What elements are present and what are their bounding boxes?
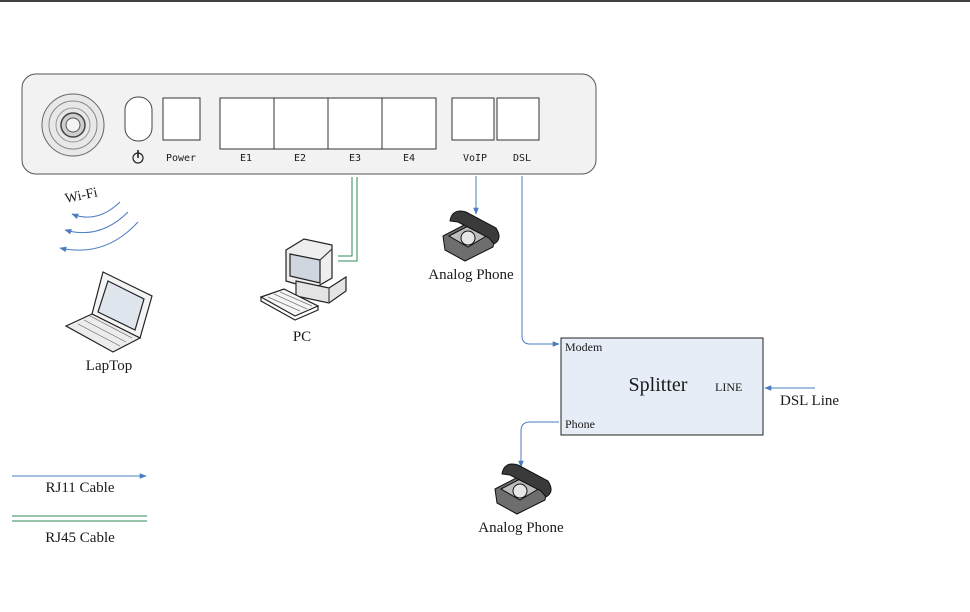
rj11-cable-dsl-splitter xyxy=(522,176,559,344)
wifi-label: Wi-Fi xyxy=(64,185,99,207)
power-switch-icon xyxy=(125,97,152,141)
splitter-modem-label: Modem xyxy=(565,340,603,354)
port-e1 xyxy=(220,98,274,149)
router-panel: Power E1 E2 E3 E4 VoIP DSL xyxy=(22,74,596,174)
analog-phone-icon xyxy=(443,211,499,261)
analog-phone-top-label: Analog Phone xyxy=(428,267,514,283)
rj45-cable-e3-pc xyxy=(338,177,357,261)
splitter-line-label: LINE xyxy=(715,380,742,394)
analog-phone-bottom-label: Analog Phone xyxy=(478,520,564,536)
port-label-dsl: DSL xyxy=(513,153,531,164)
pc-label: PC xyxy=(293,329,311,345)
port-e4 xyxy=(382,98,436,149)
analog-phone-icon xyxy=(495,464,551,514)
laptop-label: LapTop xyxy=(86,358,132,374)
laptop-icon xyxy=(66,272,152,352)
legend-rj45-label: RJ45 Cable xyxy=(45,530,115,546)
dsl-line-label: DSL Line xyxy=(780,393,839,409)
port-dsl xyxy=(497,98,539,140)
port-label-e2: E2 xyxy=(294,153,306,164)
legend: RJ11 Cable RJ45 Cable xyxy=(12,476,147,546)
splitter-title: Splitter xyxy=(629,374,688,396)
port-voip xyxy=(452,98,494,140)
port-e3 xyxy=(328,98,382,149)
legend-rj11-label: RJ11 Cable xyxy=(45,480,114,496)
rj11-cable-splitter-phone xyxy=(521,422,559,467)
port-label-e3: E3 xyxy=(349,153,361,164)
pc-icon xyxy=(261,239,346,320)
reset-knob-icon xyxy=(42,94,104,156)
wifi-waves-icon xyxy=(60,202,138,250)
port-label-e4: E4 xyxy=(403,153,415,164)
port-e2 xyxy=(274,98,328,149)
port-label-voip: VoIP xyxy=(463,153,487,164)
port-label-e1: E1 xyxy=(240,153,252,164)
port-power xyxy=(163,98,200,140)
splitter-phone-label: Phone xyxy=(565,417,595,431)
port-label-power: Power xyxy=(166,153,196,164)
